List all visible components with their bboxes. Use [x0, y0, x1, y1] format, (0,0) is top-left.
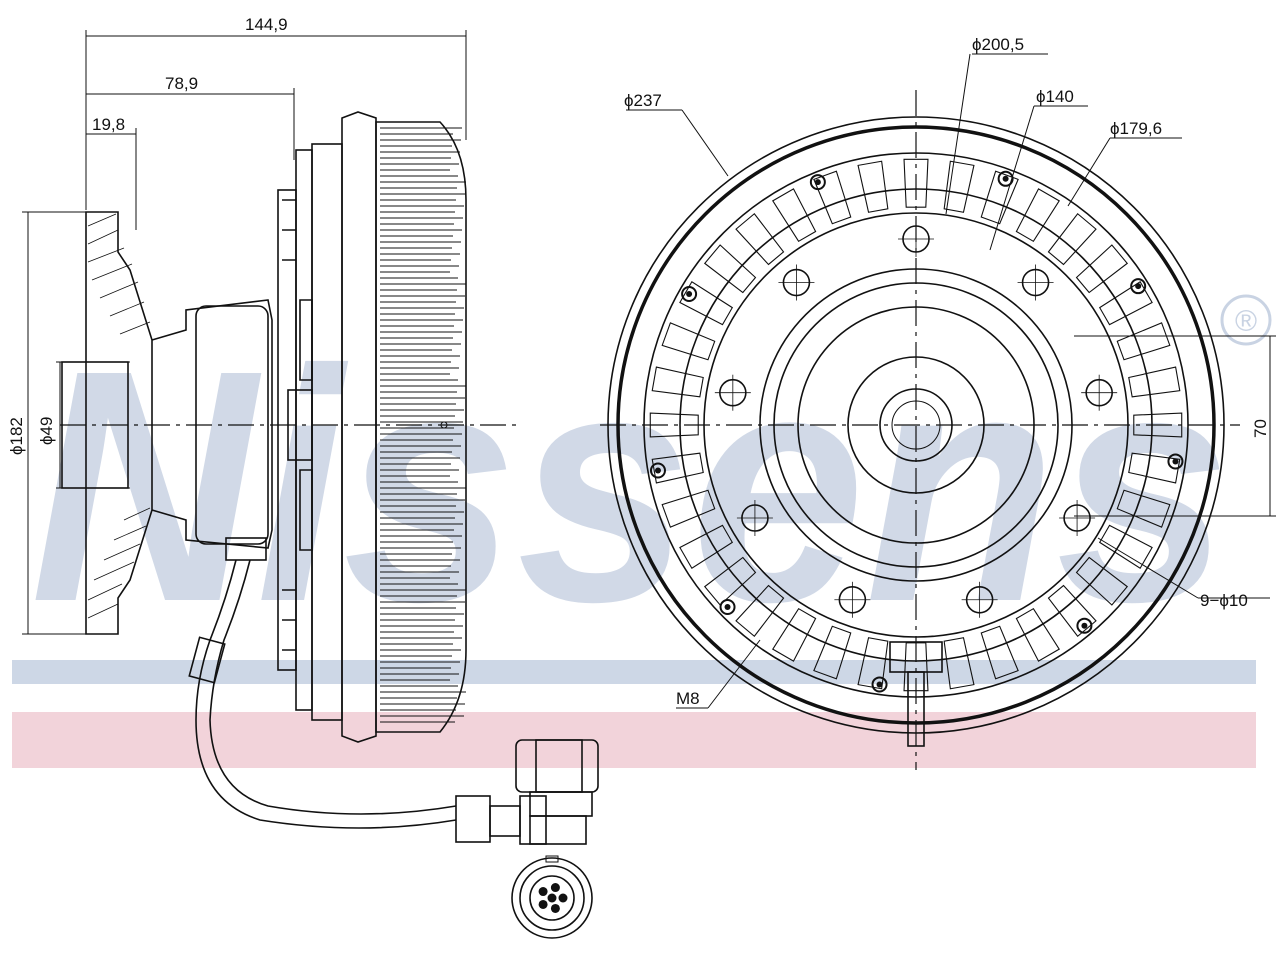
thread-hole [997, 170, 1014, 187]
slot [661, 489, 716, 528]
thread-hole [1130, 278, 1147, 295]
registered-mark: ® [1235, 305, 1257, 338]
slot [703, 244, 757, 294]
slot [1075, 244, 1129, 294]
dim-height-70: 70 [1251, 419, 1270, 438]
thread-hole [681, 286, 698, 302]
bolt-holes [714, 221, 1118, 618]
connector-plug [455, 739, 599, 845]
thread-core [1172, 458, 1179, 465]
thread-hole [719, 599, 736, 616]
watermark-stripe-pink [12, 712, 1256, 768]
slot [735, 212, 785, 266]
slot [1098, 280, 1153, 326]
connector-pin [547, 893, 557, 903]
slot [1098, 524, 1153, 570]
slot [980, 625, 1019, 680]
dim-thread-circle: ϕ179,6 [1110, 119, 1162, 138]
side-view: 144,9 78,9 19,8 ϕ182 ϕ49 [7, 15, 599, 845]
connector-end-view [511, 855, 593, 939]
thread-core [724, 604, 731, 611]
dim-bore-diameter: ϕ49 [37, 417, 56, 445]
slot [1128, 452, 1181, 484]
slot [679, 280, 734, 326]
thread-core [654, 467, 661, 474]
slot [813, 625, 852, 680]
cooling-slots [649, 158, 1183, 692]
slot [1075, 556, 1129, 606]
dim-flange-thickness: 19,8 [92, 115, 125, 134]
slot [735, 584, 785, 638]
thread-core [1135, 283, 1142, 290]
slot [1133, 412, 1183, 438]
connector-pins [538, 883, 568, 913]
dim-hub-length: 78,9 [165, 74, 198, 93]
flange-hatching [87, 213, 151, 619]
slot [903, 158, 929, 208]
thread-core [876, 681, 883, 688]
slot [1047, 212, 1097, 266]
thread-core [1002, 175, 1009, 182]
thread-hole [1076, 617, 1093, 634]
connector-pin [550, 903, 560, 913]
dim-thread: M8 [676, 689, 700, 708]
slot [857, 160, 889, 213]
thread-core [1081, 622, 1088, 629]
slot [679, 524, 734, 570]
dim-flange-diameter: ϕ182 [7, 417, 26, 455]
dim-bolt-circle: ϕ140 [1036, 87, 1074, 106]
slot [771, 607, 817, 662]
slot [1015, 188, 1061, 243]
slot [651, 452, 704, 484]
dim-overall-length: 144,9 [245, 15, 288, 34]
thread-core [686, 291, 693, 297]
connector-pin [538, 887, 548, 897]
slot [943, 160, 975, 213]
thread-hole [649, 462, 666, 479]
slot [703, 556, 757, 606]
slot [1015, 607, 1061, 662]
cooling-fins [380, 127, 466, 723]
thread-core [814, 179, 821, 186]
dim-holes: 9−ϕ10 [1200, 591, 1248, 610]
slot [771, 188, 817, 243]
dim-outer-diameter: ϕ237 [624, 91, 662, 110]
slot [1047, 584, 1097, 638]
thread-hole [809, 174, 826, 191]
slot [980, 170, 1019, 225]
front-view: ϕ237 ϕ200,5 ϕ140 ϕ179,6 70 9−ϕ10 M8 [600, 35, 1276, 770]
slot [1116, 322, 1171, 361]
thread-hole [1167, 453, 1184, 470]
dim-ring-diameter: ϕ200,5 [972, 35, 1024, 54]
slot [857, 637, 889, 690]
registered-mark-circle [1220, 294, 1272, 346]
connector-pin [558, 893, 568, 903]
slot [1116, 489, 1171, 528]
threaded-holes [649, 170, 1184, 693]
watermark-logo: Nissens [30, 301, 1230, 670]
slot [651, 366, 704, 398]
thread-hole [871, 676, 888, 693]
slot [649, 412, 699, 438]
slot [943, 637, 975, 690]
connector-pin [538, 899, 548, 909]
slot [813, 170, 852, 225]
slot [661, 322, 716, 361]
connector-pin [550, 883, 560, 893]
slot [1128, 366, 1181, 398]
